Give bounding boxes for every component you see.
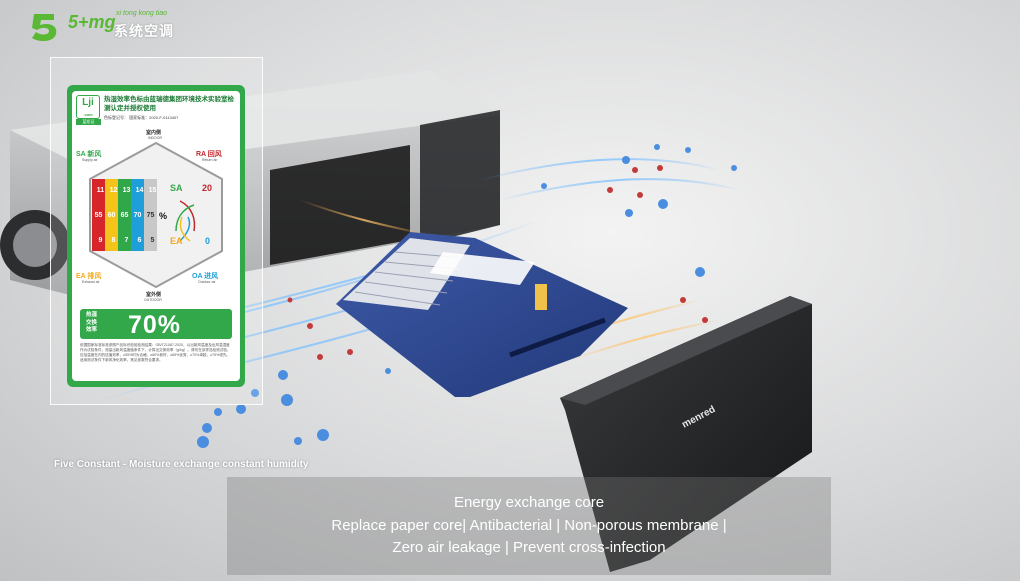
certificate-logo: Lji .com (76, 95, 100, 119)
efficiency-label-line: 效率 (86, 327, 98, 333)
percent-symbol: % (159, 211, 168, 221)
row-top-cell: 14 (135, 187, 144, 194)
row-bottom-cell: 7 (124, 237, 129, 244)
red-particles (287, 165, 708, 360)
flow-ea-label: EA (170, 236, 183, 246)
certificate-code: 色标登记号： 国家标准：2020-F-0113407 (104, 115, 179, 120)
ra-en-label: Return air (202, 158, 218, 162)
caption-line-2: Replace paper core| Antibacterial | Non-… (331, 517, 727, 534)
ra-label: RA 回风 (196, 151, 222, 158)
indoor-en-label: INDOOR (148, 136, 162, 140)
brand-logo-icon (32, 14, 57, 42)
section-subtitle: Five Constant - Moisture exchange consta… (54, 459, 309, 470)
row-bottom-cell: 8 (111, 237, 116, 244)
efficiency-certificate: Lji .com 蓝炬证 热湿效率色标由蓝瑞德集团环境技术实验室检测认定并授权使… (67, 85, 245, 387)
row-mid-cell: 70 (133, 212, 142, 219)
caption-title: Energy exchange core (453, 494, 605, 511)
flow-0-label: 0 (205, 236, 211, 246)
indoor-label: 室内侧 (146, 130, 162, 136)
ea-label: EA 排风 (76, 273, 102, 280)
certificate-logo-sub: .com (83, 112, 93, 117)
row-top-cell: 15 (148, 187, 157, 194)
row-mid-cell: 65 (120, 212, 129, 219)
row-top-cell: 11 (96, 187, 105, 194)
brand-logo-text: 5+mg (68, 12, 116, 32)
outdoor-en-label: OUTDOOR (144, 298, 162, 302)
efficiency-label-line: 热湿 (86, 312, 98, 318)
row-mid-cell: 60 (107, 212, 116, 219)
sa-label: SA 新风 (76, 151, 102, 158)
outdoor-label: 室外侧 (146, 292, 162, 298)
brand-header: 5+mg xi tong kong tiao 系统空调 (28, 10, 208, 44)
certificate-logo-text: Lji (82, 97, 94, 108)
efficiency-row-bottom: 9 8 7 6 5 (94, 237, 160, 244)
certificate-body: Lji .com 蓝炬证 热湿效率色标由蓝瑞德集团环境技术实验室检测认定并授权使… (72, 91, 240, 381)
oa-en-label: Outdoor air (198, 280, 216, 284)
caption-line-3: Zero air leakage | Prevent cross-infecti… (392, 539, 666, 556)
row-top-cell: 13 (122, 187, 131, 194)
efficiency-label: 热湿 交换 效率 (86, 312, 97, 335)
row-mid-cell: 55 (94, 212, 103, 219)
efficiency-hexagon (89, 141, 223, 289)
oa-label: OA 进风 (192, 273, 219, 280)
sa-en-label: Supply air (82, 158, 98, 162)
front-cover-panel: menred (560, 296, 812, 572)
certificate-note: 依据国家标准标准参照产品标识检验检测结果：GB/T21087-2020，以出新风… (80, 343, 231, 362)
efficiency-value: 70% (128, 311, 182, 339)
efficiency-label-line: 交换 (86, 319, 98, 326)
row-top-cell: 12 (109, 187, 118, 194)
row-bottom-cell: 9 (98, 237, 103, 244)
ea-en-label: Exhaust air (82, 280, 100, 284)
efficiency-row-top: 11 12 13 14 15 (94, 187, 160, 194)
flow-20-label: 20 (202, 183, 213, 193)
efficiency-badge: 热湿 交换 效率 70% (80, 309, 232, 339)
row-bottom-cell: 5 (150, 237, 155, 244)
energy-exchange-core (336, 232, 628, 397)
caption-box: Energy exchange core Replace paper core|… (227, 477, 831, 575)
certificate-logo-bar: 蓝炬证 (76, 119, 101, 125)
blue-particles (197, 144, 737, 448)
brand-pinyin: xi tong kong tiao (116, 10, 167, 17)
row-mid-cell: 75 (146, 212, 155, 219)
flow-sa-label: SA (170, 183, 183, 193)
efficiency-row-mid: 55 60 65 70 75 (92, 212, 158, 219)
certificate-title: 热湿效率色标由蓝瑞德集团环境技术实验室检测认定并授权使用 (104, 96, 234, 112)
row-bottom-cell: 6 (137, 237, 142, 244)
brand-name: 系统空调 (114, 23, 174, 39)
